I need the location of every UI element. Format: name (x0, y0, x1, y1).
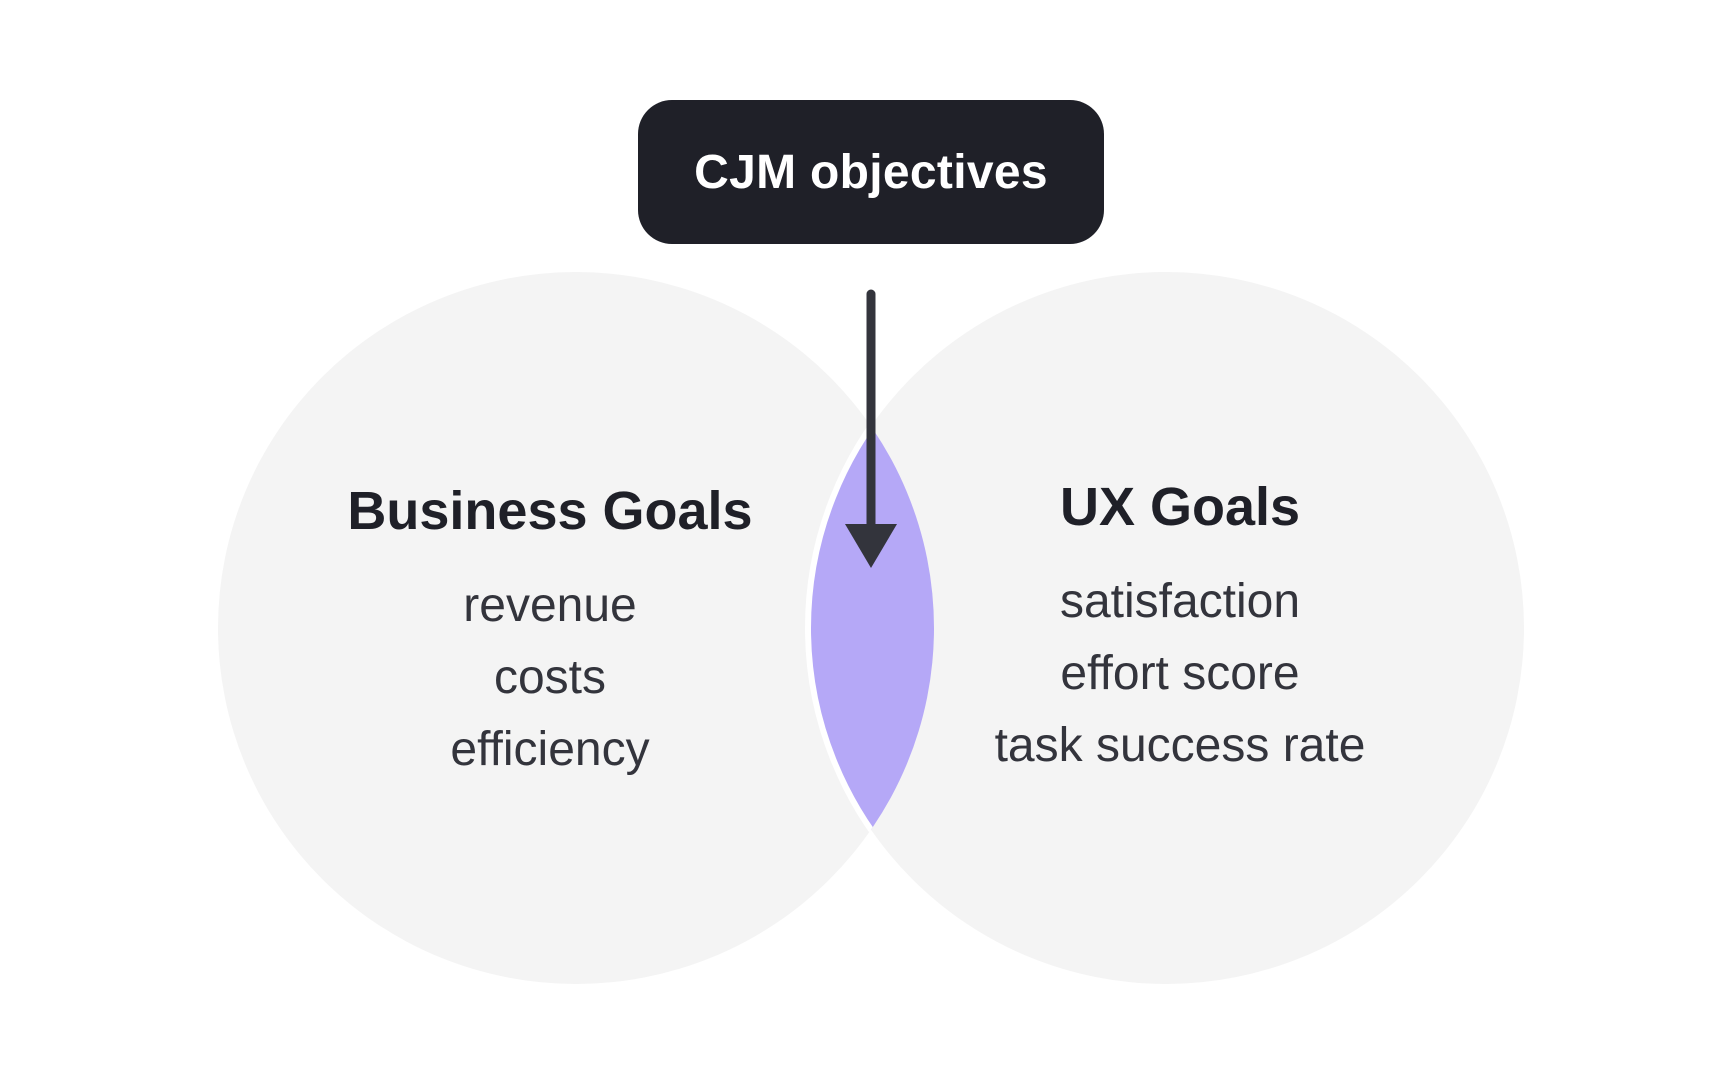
cjm-objectives-text: CJM objectives (694, 145, 1048, 199)
business-goals-circle (218, 272, 934, 984)
list-item: satisfaction (1059, 575, 1301, 628)
business-goals-group: Business Goals revenue costs efficiency (300, 478, 800, 786)
list-item: effort score (1060, 647, 1300, 700)
ux-goals-title: UX Goals (1059, 477, 1301, 537)
cjm-objectives-label: CJM objectives (638, 100, 1104, 244)
business-goals-list: revenue costs efficiency (300, 570, 800, 786)
arrow-head-icon (845, 524, 897, 568)
list-item: task success rate (994, 719, 1366, 772)
ux-goals-list: satisfaction effort score task success r… (930, 566, 1430, 782)
ux-goals-circle (808, 272, 1524, 984)
business-goals-title: Business Goals (347, 481, 753, 541)
ux-goals-group: UX Goals satisfaction effort score task … (930, 474, 1430, 782)
list-item: costs (493, 651, 607, 704)
list-item: revenue (463, 579, 637, 632)
list-item: efficiency (450, 723, 650, 776)
overlap-region (805, 272, 934, 984)
